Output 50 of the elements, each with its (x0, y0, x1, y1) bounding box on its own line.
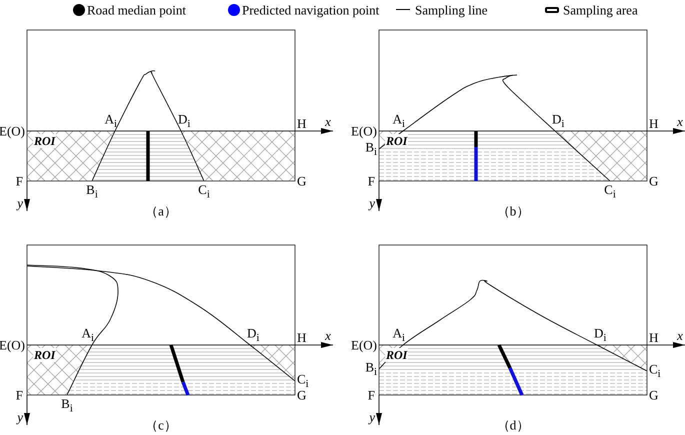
point-label: B$_{i}$ (365, 140, 377, 158)
point-label: D$_{i}$ (594, 326, 606, 344)
point-label: H (649, 331, 658, 344)
point-label: B$_{i}$ (61, 397, 73, 414)
point-label: G (297, 174, 306, 188)
panel-caption: （c） (145, 418, 177, 432)
point-label: H (649, 117, 658, 130)
region-label: ROI (33, 134, 56, 148)
point-label: H (297, 331, 306, 344)
legend-label: Sampling area (563, 4, 638, 16)
point-label: D$_{i}$ (552, 112, 564, 130)
axis-label: y (369, 196, 375, 210)
point-label: C$_{i}$ (604, 183, 616, 200)
legend-label: Road median point (87, 4, 186, 16)
axis-label: x (677, 329, 683, 342)
point-label: F (16, 174, 23, 188)
point-label: D$_{i}$ (178, 112, 190, 130)
point-label: G (297, 388, 306, 402)
panel-caption: （b） (496, 204, 530, 218)
point-label: A$_{i}$ (392, 326, 405, 344)
point-label: E(O) (351, 338, 377, 352)
axis-label: y (17, 410, 23, 424)
point-label: C$_{i}$ (649, 362, 661, 380)
region-label: ROI (385, 348, 408, 362)
point-label: C$_{i}$ (297, 372, 309, 390)
point-label: D$_{i}$ (247, 326, 260, 344)
point-label: G (649, 174, 658, 188)
axis-label: x (325, 115, 331, 128)
axis-label: x (677, 115, 683, 128)
point-label: G (649, 388, 658, 402)
axis-label: y (369, 410, 375, 424)
panel-caption: （d） (496, 418, 530, 432)
point-label: F (368, 174, 375, 188)
point-label: E(O) (351, 124, 377, 138)
point-label: F (368, 388, 375, 402)
legend-label: Predicted navigation point (242, 4, 380, 16)
point-label: B$_{i}$ (86, 183, 98, 200)
point-label: H (297, 117, 306, 130)
axis-label: x (325, 329, 331, 342)
region-label: ROI (33, 348, 56, 362)
panel-caption: （a） (145, 204, 177, 218)
point-label: A$_{i}$ (82, 326, 94, 344)
point-label: F (16, 388, 23, 402)
axis-label: y (17, 196, 23, 210)
point-label: C$_{i}$ (198, 183, 210, 200)
legend-label: Sampling line (415, 4, 488, 16)
point-label: B$_{i}$ (365, 360, 377, 378)
region-label: ROI (385, 134, 408, 148)
point-label: A$_{i}$ (104, 112, 117, 130)
point-label: A$_{i}$ (392, 112, 405, 130)
